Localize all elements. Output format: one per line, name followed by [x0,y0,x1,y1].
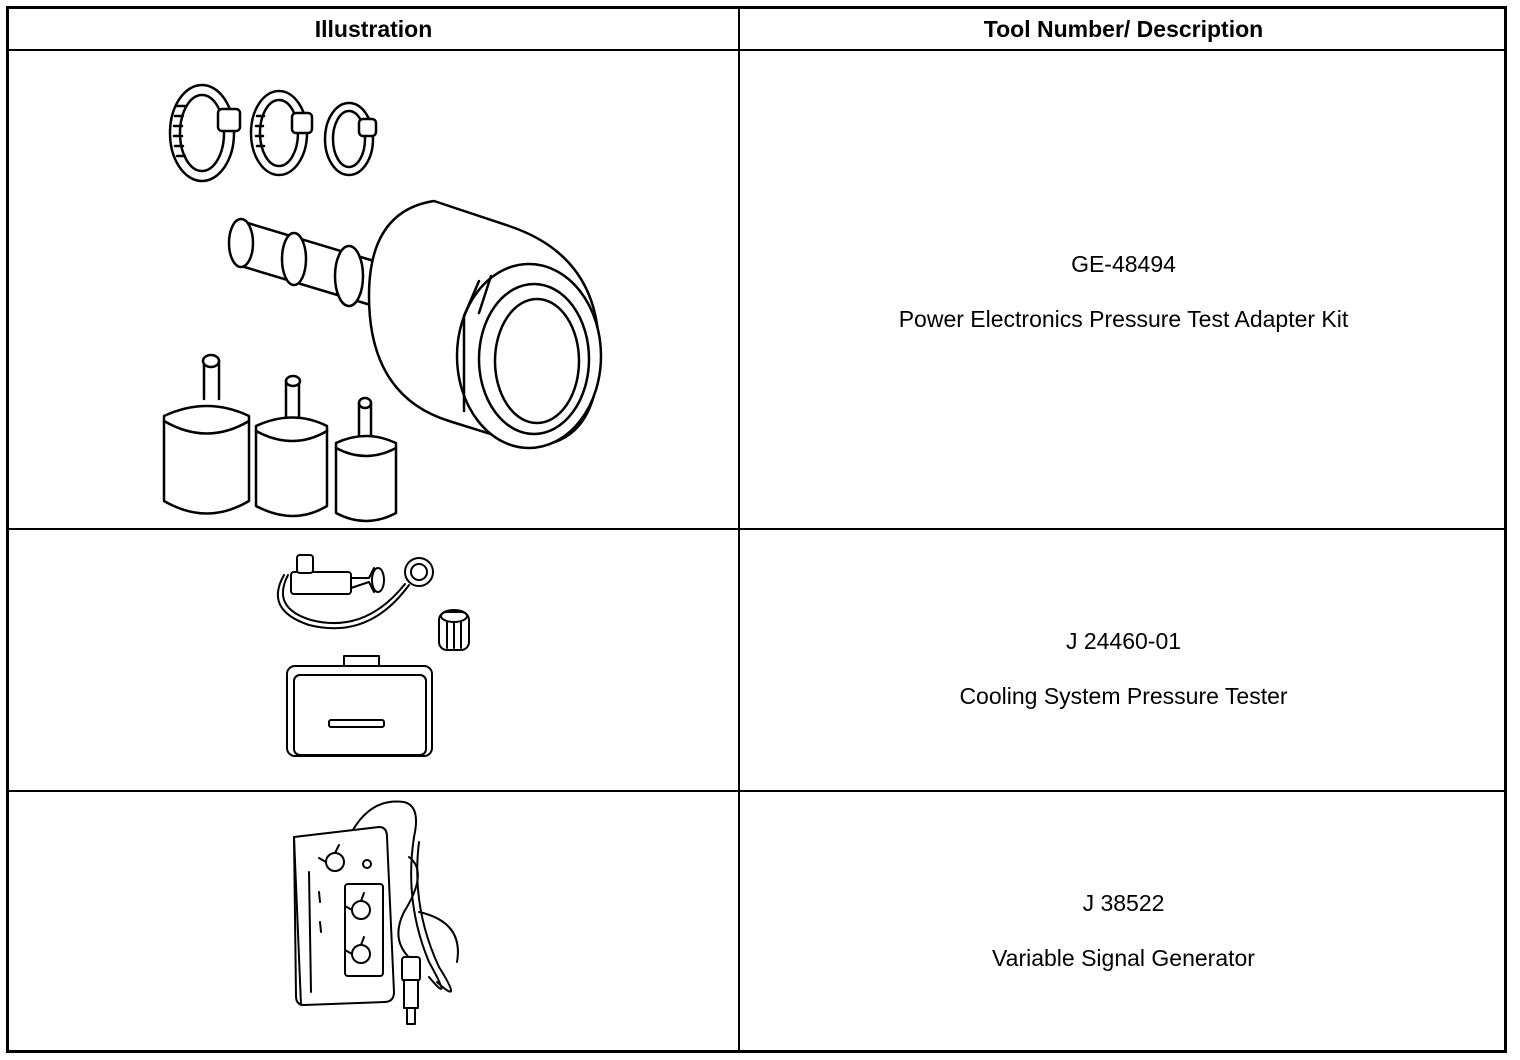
header-illustration: Illustration [314,16,433,42]
variable-signal-generator-illustration [9,792,738,1053]
row-2-tool-cell: J 24460-01 Cooling System Pressure Teste… [740,530,1507,790]
row-3-tool-cell: J 38522 Variable Signal Generator [740,792,1507,1053]
header-tool-number-description: Tool Number/ Description [983,16,1264,42]
tool-table: Illustration Tool Number/ Description [6,6,1507,1053]
tool-description: Power Electronics Pressure Test Adapter … [898,306,1349,332]
tool-number: J 24460-01 [1065,628,1182,654]
header-divider [9,49,1504,51]
variable-signal-generator-icon [9,792,738,1053]
row-divider [9,790,1504,792]
pressure-test-adapter-kit-illustration [9,51,738,528]
cooling-system-pressure-tester-illustration [9,530,738,790]
tool-description: Cooling System Pressure Tester [959,683,1288,709]
row-1-tool-cell: GE-48494 Power Electronics Pressure Test… [740,51,1507,528]
tool-description: Variable Signal Generator [992,945,1255,971]
pressure-test-adapter-kit-icon [9,51,738,528]
tool-number: GE-48494 [1071,251,1176,277]
row-divider [9,528,1504,530]
cooling-system-pressure-tester-icon [9,530,738,790]
tool-number: J 38522 [1082,890,1165,916]
